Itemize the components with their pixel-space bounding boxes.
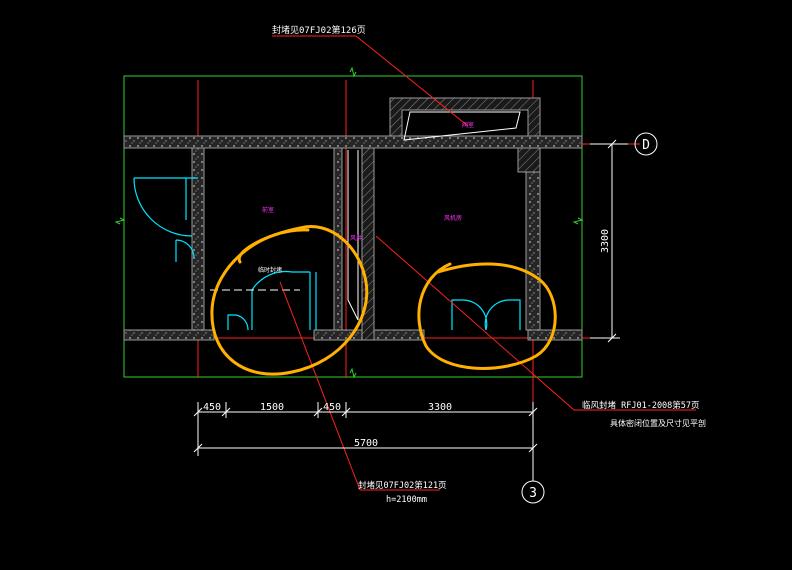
note-bottom-2: h=2100mm <box>386 495 427 505</box>
boundary-frame <box>123 75 583 378</box>
leader-lines <box>272 35 696 491</box>
axis-label-3: 3 <box>529 486 537 501</box>
dim-3300-v: 3300 <box>600 229 611 253</box>
note-top: 封堵见07FJ02第126页 <box>272 24 366 36</box>
break-marks <box>114 66 584 379</box>
label-right-room: 风机房 <box>444 214 462 222</box>
label-riser: 风井 <box>350 234 362 242</box>
dim-450-b: 450 <box>323 402 341 413</box>
dim-3300-h: 3300 <box>428 402 452 413</box>
note-bottom-1: 封堵见07FJ02第121页 <box>358 480 447 491</box>
dim-1500: 1500 <box>260 402 284 413</box>
note-right-2: 具体密闭位置及尺寸见平剖 <box>610 418 706 428</box>
doors <box>133 177 521 331</box>
axis-bubble-D <box>634 132 658 156</box>
dim-450-a: 450 <box>203 402 221 413</box>
label-top-room: 阀室 <box>462 121 474 129</box>
walls <box>123 97 583 341</box>
label-temp-wall: 临时封堵 <box>258 266 282 274</box>
dimension-chain <box>193 139 628 456</box>
axis-label-D: D <box>642 138 650 153</box>
dim-5700: 5700 <box>354 438 378 449</box>
highlight-marks <box>210 225 557 376</box>
note-right-1: 临风封堵 RFJ01-2008第57页 <box>582 400 700 411</box>
riser-duct <box>347 111 521 321</box>
highlight-left <box>210 225 369 376</box>
label-left-room: 前室 <box>262 206 274 214</box>
highlight-right <box>417 262 557 370</box>
